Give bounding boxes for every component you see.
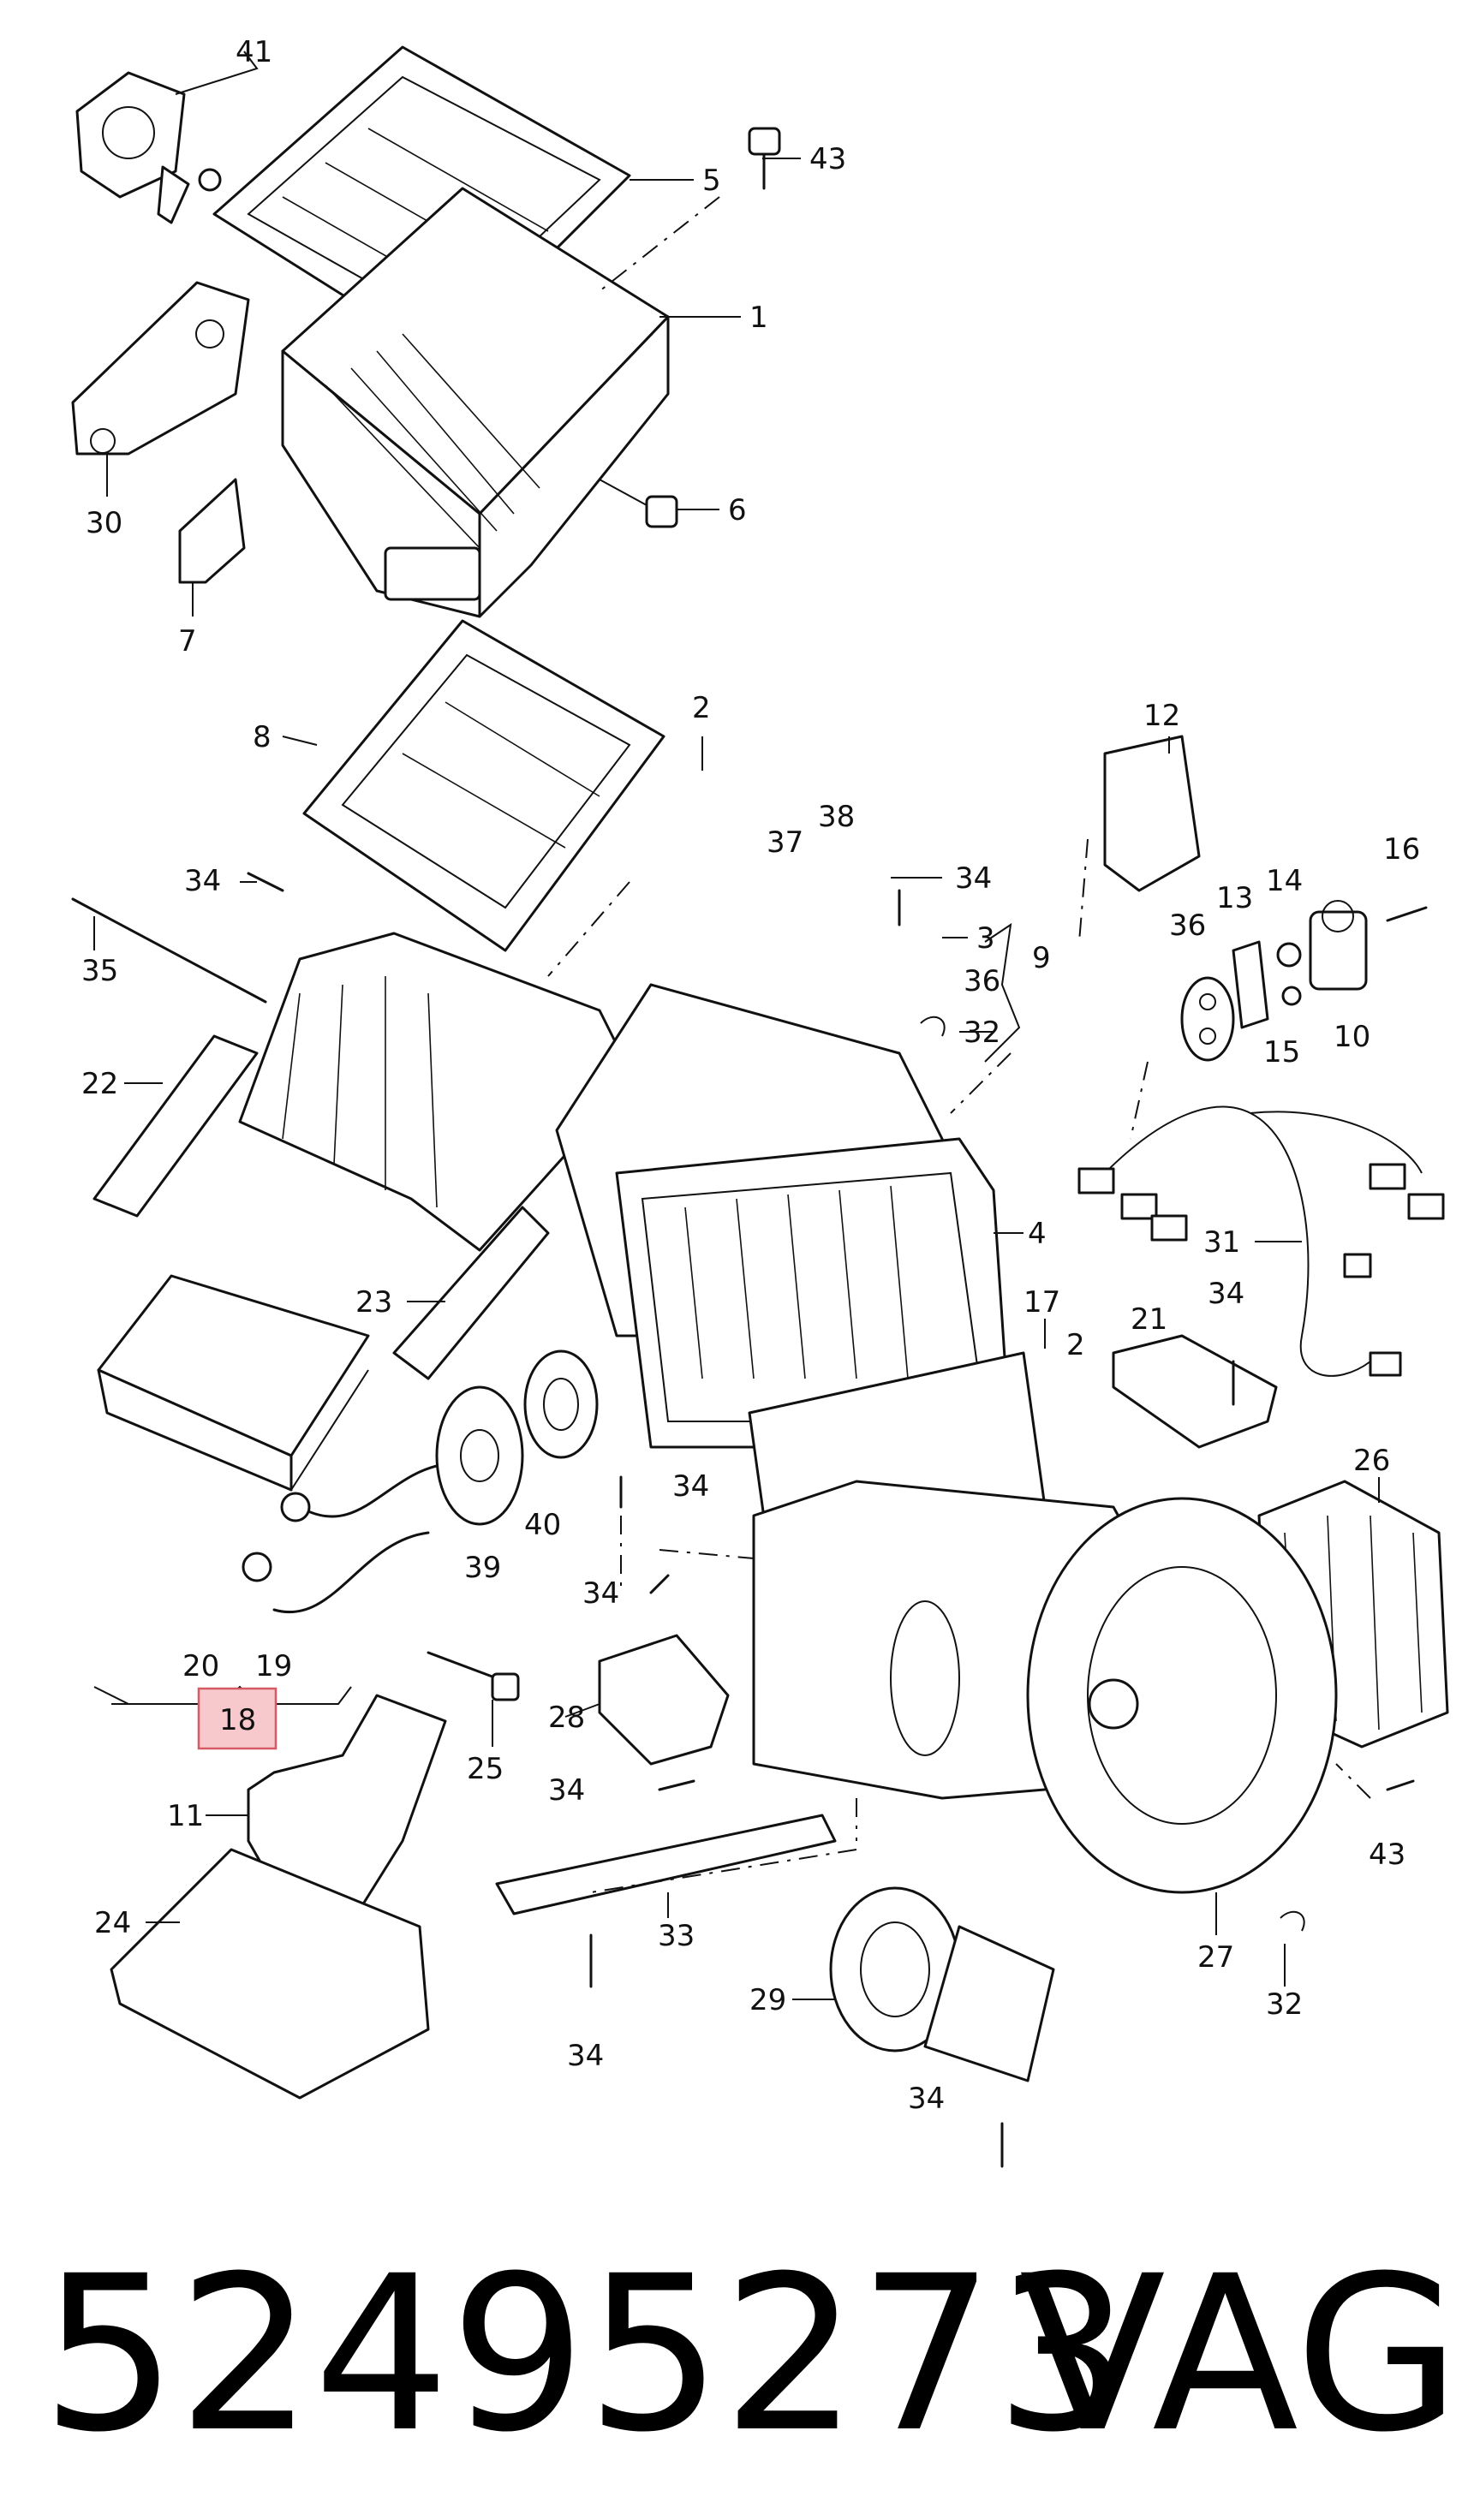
callout-8: 8: [253, 720, 272, 754]
footer-caption: 52495273 VAG: [34, 2218, 1460, 2492]
part-23-seal: [392, 1206, 550, 1380]
callout-13: 13: [1216, 881, 1253, 915]
callout-41: 41: [236, 35, 272, 69]
callout-28: 28: [548, 1701, 585, 1735]
part-41-actuator: [75, 71, 222, 224]
callout-6: 6: [728, 493, 747, 527]
callout-34-b: 34: [955, 861, 992, 896]
part-8-mid-housing: [302, 619, 665, 952]
callout-7: 7: [178, 624, 197, 658]
callout-16: 16: [1383, 832, 1420, 867]
callout-36-a: 36: [964, 964, 1000, 998]
callout-30: 30: [86, 506, 122, 540]
callout-3: 3: [976, 921, 995, 956]
alignment-lines: [547, 196, 1371, 1893]
callout-17: 17: [1023, 1285, 1060, 1320]
callout-43: 43: [809, 142, 846, 176]
callout-labels: 41 5 43 1 30 6 7 8 2 34 38 37 34 3 36 9 …: [81, 35, 1420, 2116]
callout-23: 23: [355, 1285, 392, 1320]
part-35-rod: [71, 897, 267, 1004]
part-39-gasket: [435, 1385, 524, 1526]
part-number: 52495273: [41, 2230, 1131, 2479]
callout-39: 39: [464, 1551, 501, 1585]
callout-19: 19: [255, 1649, 292, 1683]
callout-34-d: 34: [672, 1469, 709, 1504]
brand-name: VAG: [1019, 2230, 1461, 2479]
part-18-heater-core: [97, 1274, 370, 1492]
callout-26: 26: [1353, 1444, 1390, 1478]
part-31-harness: [1077, 1105, 1445, 1377]
callout-37: 37: [767, 825, 803, 860]
callout-14: 14: [1266, 864, 1303, 898]
part-19-20-hoses: [242, 1463, 447, 1613]
callout-34-a: 34: [184, 864, 221, 898]
callout-15: 15: [1263, 1035, 1300, 1069]
part-12-cover: [1103, 735, 1201, 892]
part-6-plug: [599, 479, 678, 528]
callout-32-a: 32: [964, 1016, 1000, 1050]
callout-34-e: 34: [582, 1576, 619, 1611]
callout-5: 5: [702, 164, 721, 198]
part-43-screw-top: [748, 127, 781, 190]
callout-34-g: 34: [567, 2039, 604, 2073]
callout-35: 35: [81, 954, 118, 988]
callout-10: 10: [1334, 1020, 1370, 1054]
part-40-grommet: [523, 1349, 599, 1459]
part-1-upper-housing: [281, 187, 670, 618]
callout-20: 20: [182, 1649, 219, 1683]
callout-32-b: 32: [1266, 1987, 1303, 2022]
callout-43-b: 43: [1369, 1838, 1405, 1872]
callout-36-b: 36: [1169, 909, 1206, 943]
callout-25: 25: [467, 1752, 504, 1786]
part-36-plate: [1180, 976, 1235, 1062]
callout-11: 11: [167, 1799, 204, 1833]
highlight-box-18: [197, 1687, 278, 1750]
part-lower-heater-housing: [238, 932, 636, 1252]
callout-33: 33: [658, 1919, 695, 1953]
callout-1: 1: [749, 301, 768, 335]
callout-40: 40: [524, 1508, 561, 1542]
callout-34-f: 34: [548, 1773, 585, 1808]
part-evaporator-housing: [555, 983, 1012, 1449]
callout-9: 9: [1032, 941, 1051, 975]
callout-38: 38: [818, 800, 855, 834]
callout-18: 18: [219, 1703, 256, 1737]
part-30-side-panel: [71, 281, 250, 456]
callout-34-c: 34: [1208, 1277, 1244, 1311]
part-29-motor: [829, 1886, 1055, 2082]
callout-2-mid: 2: [1066, 1328, 1085, 1362]
callout-22: 22: [81, 1067, 118, 1101]
callout-31: 31: [1203, 1225, 1240, 1260]
callout-34-h: 34: [908, 2082, 945, 2116]
callout-2-top: 2: [692, 691, 711, 725]
part-24-tray: [110, 1848, 430, 2100]
callout-21: 21: [1131, 1302, 1167, 1337]
callout-27: 27: [1197, 1940, 1234, 1975]
part-33-seal-bar: [495, 1814, 837, 1915]
callout-24: 24: [94, 1906, 131, 1940]
callout-12: 12: [1143, 699, 1180, 733]
callout-4: 4: [1028, 1217, 1047, 1251]
exploded-parts-diagram: 41 5 43 1 30 6 7 8 2 34 38 37 34 3 36 9 …: [71, 35, 1449, 2168]
part-27-blower-housing: [752, 1480, 1338, 1894]
part-7-bracket: [178, 478, 246, 584]
callout-29: 29: [749, 1983, 786, 2017]
part-22-seal: [92, 1034, 259, 1218]
part-21-resistor: [1112, 1334, 1278, 1449]
part-28-control-unit: [598, 1634, 730, 1766]
part-10-valve-group: [1232, 900, 1428, 1029]
part-25-bolt: [427, 1651, 520, 1701]
small-fasteners: [247, 872, 1415, 2168]
